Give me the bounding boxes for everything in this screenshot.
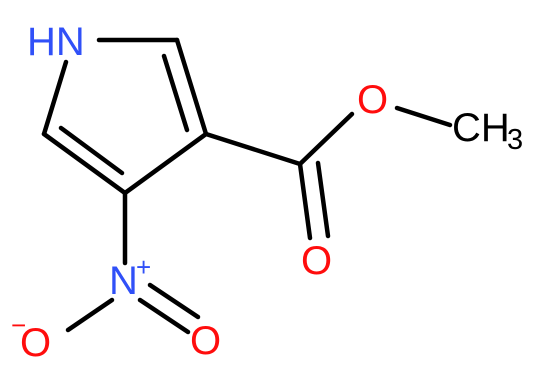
bond-n-ominus — [65, 297, 115, 333]
bond-c-ocarbonyl — [297, 161, 313, 241]
atom-ester-o: O — [357, 78, 388, 122]
bond-c2-c3 — [174, 37, 209, 137]
bond-c4-c5 — [41, 131, 128, 196]
bond-c3-c4 — [122, 131, 209, 196]
atom-nitro-n: N — [109, 259, 138, 303]
bond-c-oester — [297, 111, 355, 167]
atom-methyl: CH — [452, 106, 510, 150]
nitro-o-charge: − — [11, 310, 26, 340]
nitro-n-charge: + — [136, 252, 151, 282]
atom-nitro-o-minus: O — [20, 321, 51, 365]
methyl-subscript: 3 — [507, 124, 523, 156]
bond-c2-c3-double — [161, 53, 190, 133]
bond-c4-c5-double — [58, 125, 125, 176]
atom-nitro-o: O — [190, 319, 221, 363]
atom-labels: HN N + O − O O O CH 3 — [11, 20, 523, 365]
atom-nh: HN — [27, 20, 85, 64]
bond-c5-n1 — [41, 59, 69, 137]
bond-c3-ccarbonyl — [203, 131, 303, 167]
bond-c-ocarbonyl-double — [315, 160, 331, 239]
bond-n-o-double — [147, 282, 201, 320]
bond-n-o — [137, 297, 191, 335]
bond-oester-ch3 — [394, 105, 453, 128]
bonds — [41, 37, 453, 335]
atom-carbonyl-o: O — [301, 239, 332, 283]
